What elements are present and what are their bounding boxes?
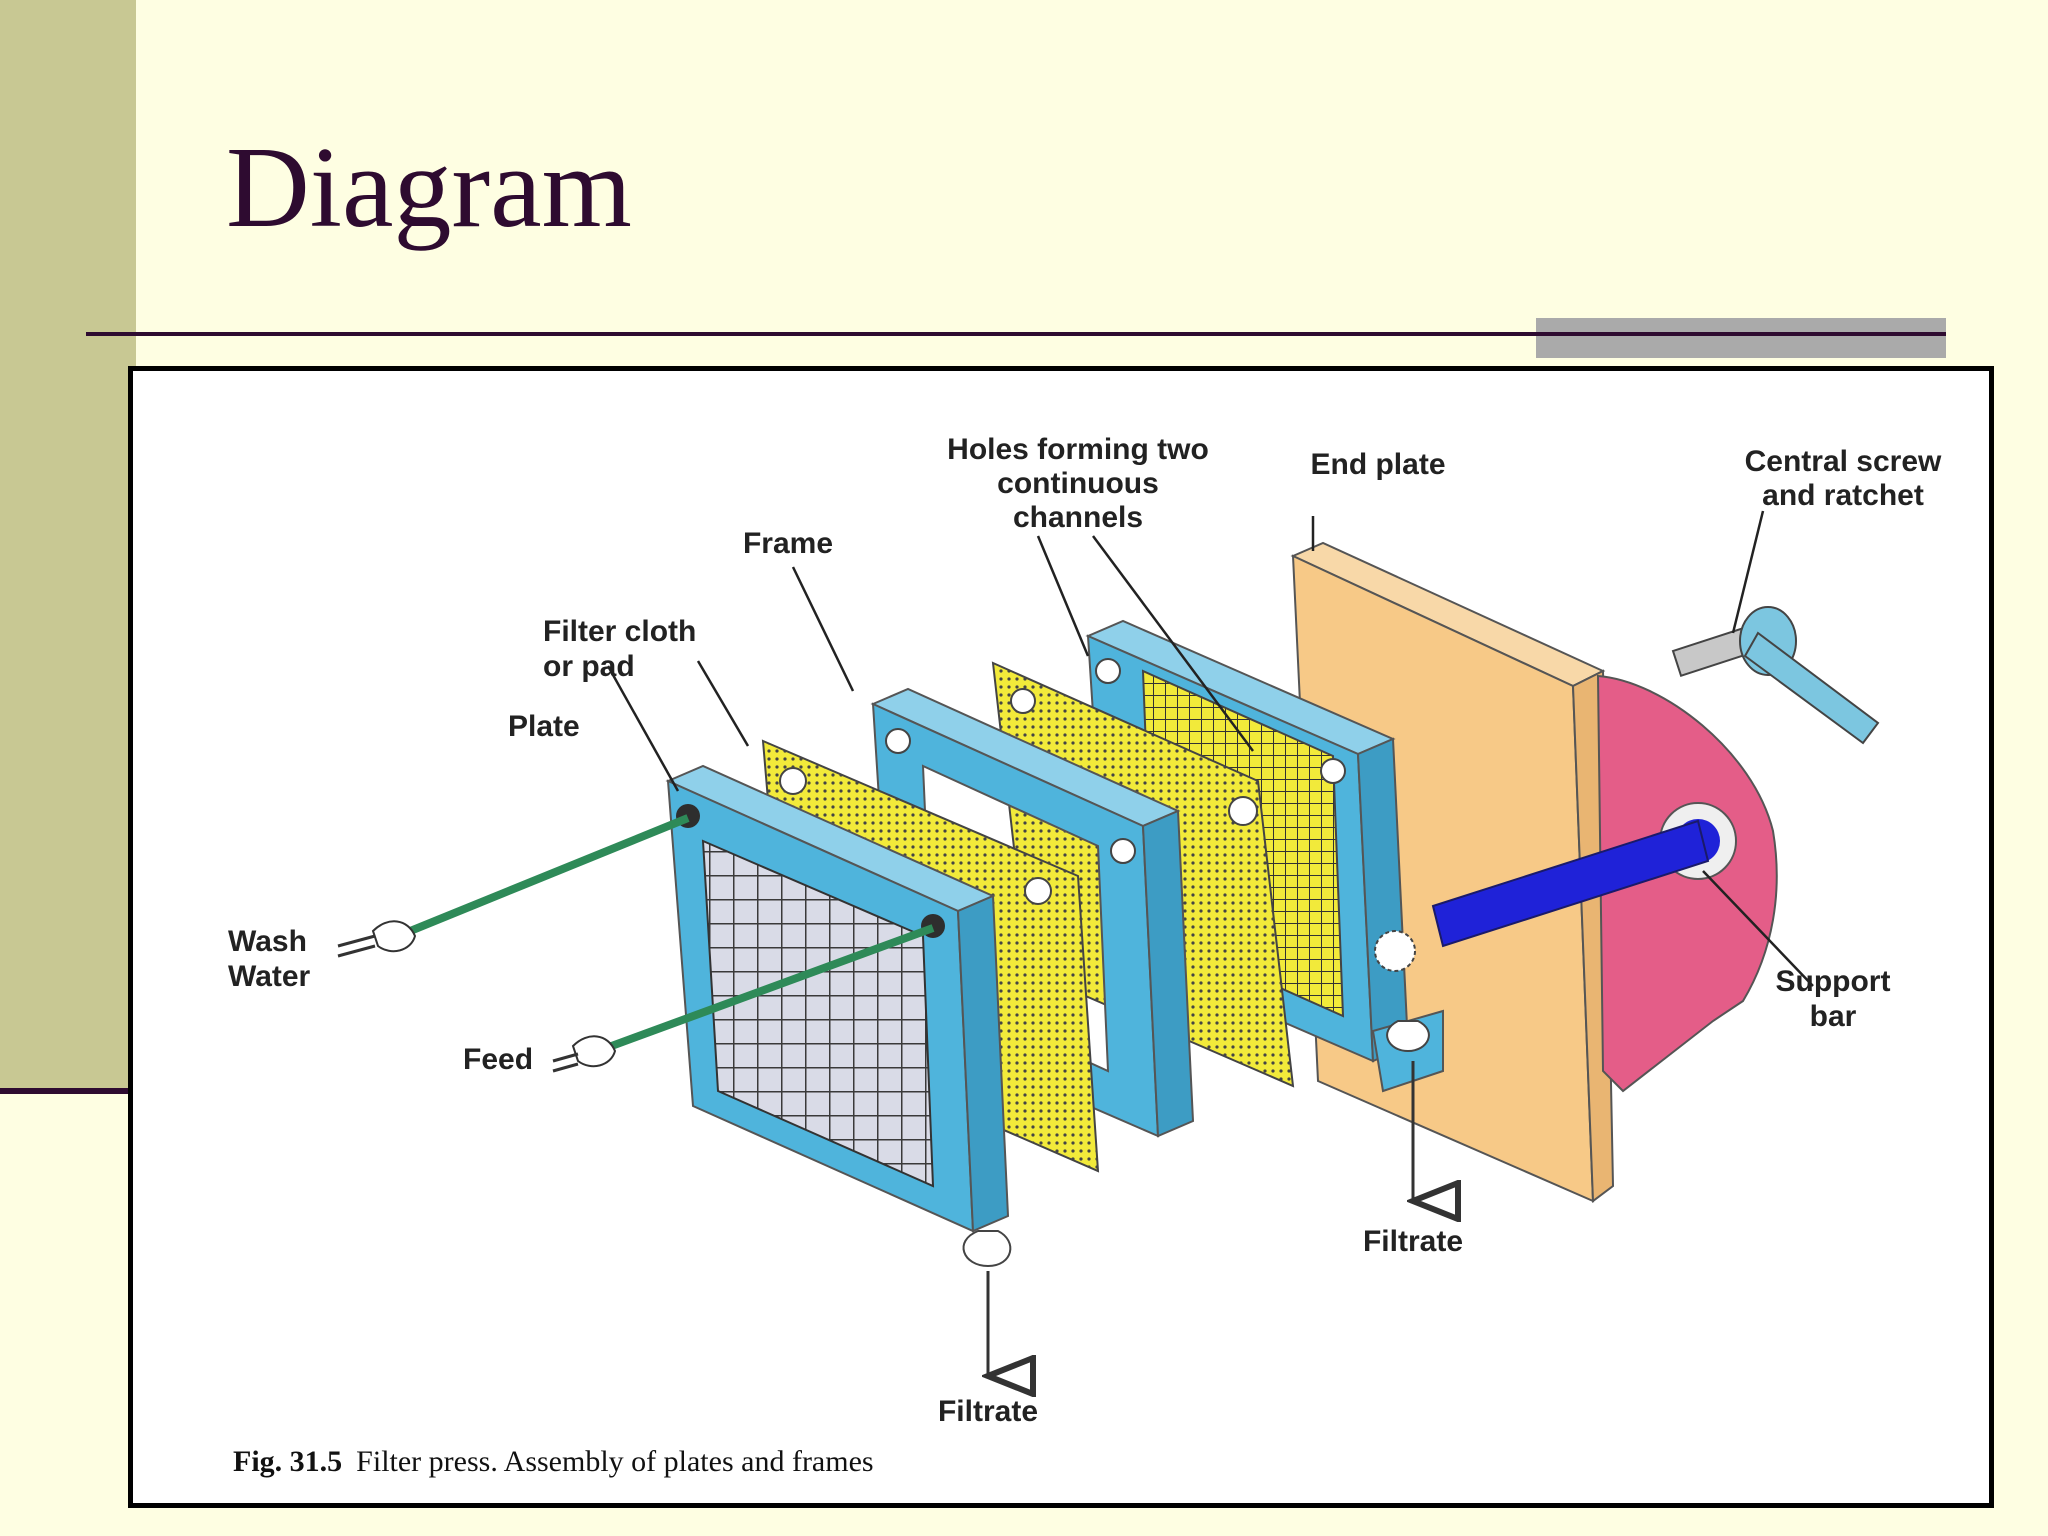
figure-number: Fig. 31.5 [233,1445,342,1478]
label-filter-cloth-1: Filter cloth [543,615,696,648]
filter-plate-front [665,764,1012,1268]
label-support-bar-2: bar [1810,1000,1857,1033]
slide-title: Diagram [226,124,632,252]
left-accent-rule [0,1088,136,1094]
label-filtrate-right: Filtrate [1363,1225,1463,1258]
support-bar [1431,819,1710,948]
label-wash-water-2: Water [228,960,311,993]
title-rule [86,332,1946,336]
filter-press-diagram: Holes forming two continuous channels En… [228,433,1942,1478]
label-holes-1: Holes forming two [947,433,1209,466]
label-central-screw-1: Central screw [1745,445,1942,478]
label-frame: Frame [743,527,833,560]
central-screw [1671,606,1880,745]
label-support-bar-1: Support [1776,965,1891,998]
label-feed: Feed [463,1043,533,1076]
figure-caption-text: Filter press. Assembly of plates and fra… [356,1445,873,1478]
left-accent-bar [0,0,136,1088]
label-wash-water-1: Wash [228,925,307,958]
figure-frame: Holes forming two continuous channels En… [128,366,1994,1508]
title-accent-rule [1536,332,1946,336]
label-holes-2: continuous [997,467,1159,500]
wash-water-pipe [337,814,690,958]
figure-caption: Fig. 31.5 Filter press. Assembly of plate… [233,1445,874,1478]
feed-pipe [552,924,935,1073]
label-central-screw-2: and ratchet [1762,479,1924,512]
leader-lines [606,510,1814,987]
label-holes-3: channels [1013,501,1143,534]
label-filter-cloth-2: or pad [543,650,635,683]
label-filtrate-bottom: Filtrate [938,1395,1038,1428]
label-plate: Plate [508,710,580,743]
label-end-plate: End plate [1310,448,1445,481]
title-accent-bar [1536,318,1946,358]
